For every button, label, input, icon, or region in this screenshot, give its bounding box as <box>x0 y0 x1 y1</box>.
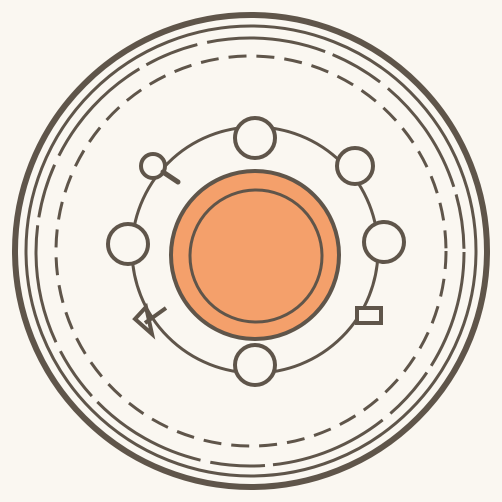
circle-icon <box>362 220 406 264</box>
orbit-node-bottom-left <box>132 302 168 340</box>
orbit-node-top-right <box>335 146 375 186</box>
orbit-node-bottom <box>233 343 277 387</box>
circle-icon <box>106 222 150 266</box>
orbit-node-right <box>362 220 406 264</box>
orbit-node-top-left <box>139 152 181 185</box>
rectangle-icon <box>355 306 383 325</box>
orange-core-inner-ring <box>188 188 324 324</box>
flag-stem-icon <box>143 306 168 325</box>
magnifier-handle-icon <box>160 169 181 185</box>
dashed-ring <box>54 54 448 448</box>
orbit-node-bottom-right <box>355 306 383 325</box>
circle-icon <box>233 343 277 387</box>
magnifier-icon <box>139 152 167 180</box>
orbit-node-top <box>233 116 277 160</box>
outer-ring <box>12 12 490 490</box>
outer-ring-inner-line <box>24 24 478 478</box>
circle-icon <box>233 116 277 160</box>
orbit-node-left <box>106 222 150 266</box>
circle-icon <box>335 146 375 186</box>
broken-ring <box>34 36 466 468</box>
